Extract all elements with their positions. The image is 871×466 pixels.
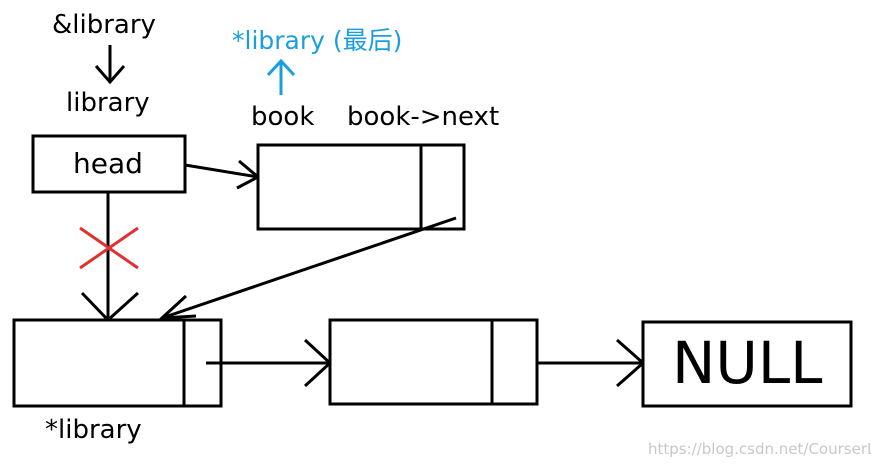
arrow-library-to-next <box>206 338 333 388</box>
head-box <box>31 134 187 194</box>
arrow-head-down <box>80 192 140 323</box>
arrow-head-to-book <box>184 159 261 190</box>
book-node <box>256 143 466 231</box>
library-node <box>12 318 223 408</box>
blue-up-arrow <box>266 58 296 95</box>
arrow-amp-library-to-library <box>94 45 126 85</box>
library-label: library <box>66 88 150 118</box>
amp-library-label: &library <box>52 10 156 40</box>
red-cross-mark <box>79 226 139 270</box>
star-library-label: *library <box>45 415 142 445</box>
null-label: NULL <box>672 329 823 397</box>
arrow-book-next-to-library <box>157 216 457 320</box>
null-box <box>641 320 853 408</box>
head-label: head <box>73 147 143 180</box>
second-node <box>328 318 539 406</box>
book-label: book <box>251 102 315 132</box>
arrow-second-to-null <box>537 338 646 388</box>
watermark: https://blog.csdn.net/CourserLi <box>648 440 871 458</box>
library-last-label: *library (最后) <box>232 26 403 55</box>
book-next-label: book->next <box>347 102 500 132</box>
